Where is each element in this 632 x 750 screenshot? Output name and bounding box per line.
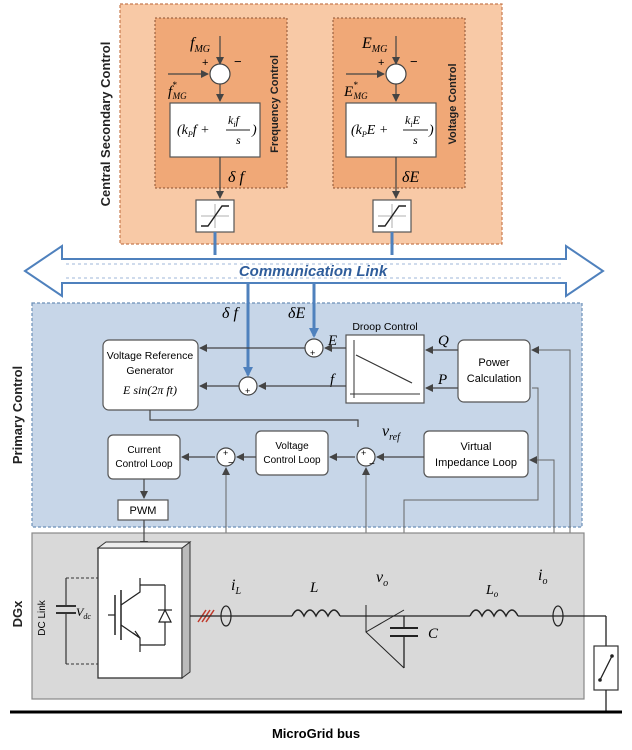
communication-link-arrow bbox=[23, 244, 605, 298]
inductor-lo bbox=[469, 609, 519, 618]
volt-input-label: EMG bbox=[361, 35, 387, 55]
inverter-block bbox=[97, 547, 183, 679]
frequency-control-title: Frequency Control bbox=[269, 55, 281, 153]
voltage-summing-junction bbox=[356, 447, 376, 467]
current-loop-line2: Control Loop bbox=[115, 459, 173, 470]
lo-label: Lo bbox=[485, 583, 499, 599]
droop-e-label: E bbox=[327, 333, 337, 349]
pwm-block bbox=[117, 499, 169, 521]
freq-plus-sign: + bbox=[202, 57, 208, 69]
vref-gen-formula: E sin(2π ft) bbox=[122, 383, 177, 397]
inductor-l bbox=[291, 609, 341, 618]
pwm-label: PWM bbox=[130, 505, 157, 517]
current-summing-junction bbox=[216, 447, 236, 467]
current-sum-plus: + bbox=[223, 448, 228, 458]
voltage-sum-plus: + bbox=[361, 448, 366, 458]
volt-pi-numerator: kiE bbox=[405, 113, 421, 129]
il-current-sensor bbox=[220, 605, 232, 627]
freq-pi-close-paren: ) bbox=[251, 123, 257, 138]
voltage-loop-line1: Voltage bbox=[275, 441, 309, 452]
freq-minus-sign: − bbox=[234, 54, 242, 69]
current-loop-line1: Current bbox=[127, 445, 161, 456]
freq-output-label: δ f bbox=[228, 169, 246, 186]
vref-gen-line2: Generator bbox=[126, 365, 174, 377]
voltage-control-loop bbox=[255, 430, 329, 476]
power-calc-line2: Calculation bbox=[467, 373, 521, 385]
freq-summing-junction bbox=[209, 63, 231, 85]
droop-f-label: f bbox=[330, 372, 336, 388]
primary-control-panel bbox=[31, 302, 583, 528]
primary-control-label: Primary Control bbox=[10, 366, 25, 464]
freq-ref-label: f*MG bbox=[168, 80, 187, 101]
volt-output-label: δE bbox=[402, 169, 419, 186]
volt-limiter-curve bbox=[378, 205, 406, 227]
volt-pi-expression: (kPE + bbox=[351, 123, 388, 139]
power-calc-line1: Power bbox=[478, 357, 510, 369]
droop-p-label: P bbox=[437, 372, 447, 388]
delta-f-label: δ f bbox=[222, 305, 240, 322]
freq-pi-denominator: s bbox=[236, 133, 241, 147]
current-control-loop bbox=[107, 434, 181, 480]
dc-link-label: DC Link bbox=[37, 599, 48, 636]
l-label: L bbox=[309, 580, 318, 596]
delta-e-label: δE bbox=[288, 305, 305, 322]
microgrid-bus-label: MicroGrid bus bbox=[272, 726, 360, 741]
dg-label: DGx bbox=[10, 600, 25, 628]
f-sum-plus: + bbox=[245, 386, 250, 396]
e-sum-plus: + bbox=[310, 348, 315, 358]
freq-pi-numerator: kif bbox=[228, 113, 241, 129]
volt-ref-label: E*MG bbox=[343, 80, 368, 101]
io-current-sensor bbox=[552, 605, 564, 627]
droop-q-label: Q bbox=[438, 333, 449, 349]
vref-label: vref bbox=[382, 423, 401, 443]
vo-label: vo bbox=[376, 569, 388, 589]
voltage-loop-line2: Control Loop bbox=[263, 455, 321, 466]
freq-pi-expression: (kPf + bbox=[177, 123, 210, 139]
vref-gen-line1: Voltage Reference bbox=[107, 350, 194, 362]
virtual-loop-line1: Virtual bbox=[461, 441, 492, 453]
c-label: C bbox=[428, 626, 439, 642]
il-label: iL bbox=[231, 577, 241, 597]
virtual-loop-line2: Impedance Loop bbox=[435, 457, 517, 469]
volt-pi-denominator: s bbox=[413, 133, 418, 147]
vdc-label: Vdc bbox=[76, 605, 91, 621]
droop-curve bbox=[355, 354, 413, 384]
freq-input-label: fMG bbox=[190, 35, 210, 55]
droop-control-title: Droop Control bbox=[352, 321, 417, 333]
current-sum-minus: − bbox=[228, 458, 234, 469]
secondary-control-label: Central Secondary Control bbox=[98, 42, 113, 207]
voltage-sum-minus: − bbox=[369, 459, 375, 470]
io-label: io bbox=[538, 567, 547, 587]
communication-link-label: Communication Link bbox=[239, 263, 388, 280]
virtual-impedance-loop bbox=[423, 430, 529, 478]
freq-limiter-curve bbox=[201, 205, 229, 227]
power-calculation-block bbox=[457, 339, 531, 403]
volt-minus-sign: − bbox=[410, 54, 418, 69]
volt-summing-junction bbox=[385, 63, 407, 85]
volt-plus-sign: + bbox=[378, 57, 384, 69]
volt-pi-close-paren: ) bbox=[428, 123, 434, 138]
voltage-control-title: Voltage Control bbox=[447, 63, 459, 144]
